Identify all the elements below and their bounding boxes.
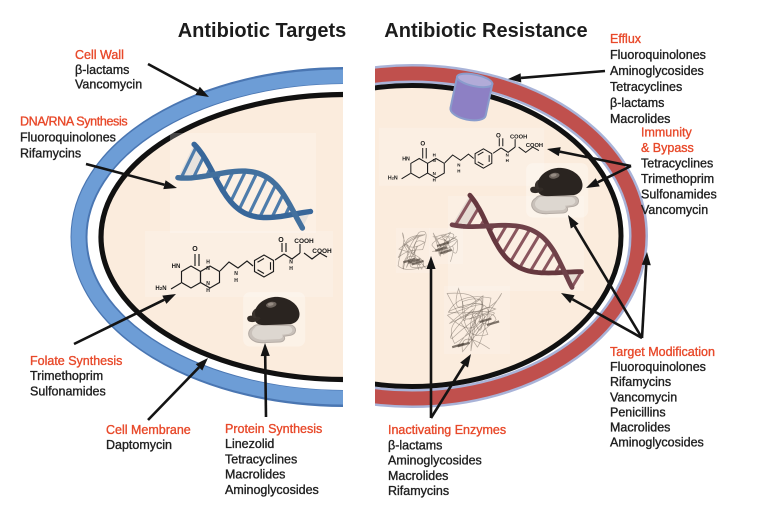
svg-text:Target Modification: Target Modification bbox=[610, 345, 715, 359]
svg-text:Tetracyclines: Tetracyclines bbox=[610, 80, 682, 94]
svg-text:N: N bbox=[506, 152, 509, 157]
svg-text:HN: HN bbox=[402, 156, 410, 162]
svg-text:Aminoglycosides: Aminoglycosides bbox=[610, 436, 704, 450]
svg-text:Vancomycin: Vancomycin bbox=[610, 390, 677, 404]
svg-text:Antibiotic Resistance: Antibiotic Resistance bbox=[384, 20, 587, 42]
svg-text:Fluoroquinolones: Fluoroquinolones bbox=[610, 48, 706, 62]
svg-text:O: O bbox=[496, 132, 501, 139]
svg-text:Sulfonamides: Sulfonamides bbox=[641, 188, 717, 202]
svg-text:COOH: COOH bbox=[510, 134, 527, 140]
svg-text:N: N bbox=[457, 162, 460, 167]
svg-text:β-lactams: β-lactams bbox=[75, 63, 129, 77]
svg-text:Tetracyclines: Tetracyclines bbox=[641, 157, 713, 171]
svg-text:Efflux: Efflux bbox=[610, 32, 642, 46]
svg-text:Daptomycin: Daptomycin bbox=[106, 438, 172, 452]
svg-text:H: H bbox=[433, 177, 436, 182]
svg-text:N: N bbox=[206, 266, 210, 272]
svg-text:Macrolides: Macrolides bbox=[610, 421, 670, 435]
svg-text:Aminoglycosides: Aminoglycosides bbox=[225, 483, 319, 497]
svg-text:Vancomycin: Vancomycin bbox=[641, 203, 708, 217]
svg-text:Vancomycin: Vancomycin bbox=[75, 78, 142, 92]
svg-text:Inactivating Enzymes: Inactivating Enzymes bbox=[388, 423, 506, 437]
svg-text:N: N bbox=[433, 158, 436, 163]
svg-text:H: H bbox=[234, 278, 238, 284]
svg-text:N: N bbox=[289, 260, 293, 266]
svg-text:Trimethoprim: Trimethoprim bbox=[641, 172, 714, 186]
svg-text:Linezolid: Linezolid bbox=[225, 437, 274, 451]
svg-text:O: O bbox=[278, 237, 284, 244]
svg-text:H2N: H2N bbox=[155, 286, 166, 292]
svg-text:H: H bbox=[457, 169, 460, 174]
svg-text:H: H bbox=[206, 260, 210, 266]
svg-text:Tetracyclines: Tetracyclines bbox=[225, 452, 297, 466]
svg-text:Macrolides: Macrolides bbox=[610, 112, 670, 126]
svg-text:HN: HN bbox=[172, 264, 181, 270]
svg-text:β-lactams: β-lactams bbox=[388, 438, 442, 452]
svg-text:H: H bbox=[506, 158, 509, 163]
svg-text:& Bypass: & Bypass bbox=[641, 141, 694, 155]
svg-text:COOH: COOH bbox=[294, 238, 314, 245]
svg-text:Rifamycins: Rifamycins bbox=[20, 147, 81, 161]
svg-text:Folate Synthesis: Folate Synthesis bbox=[30, 354, 122, 368]
svg-text:COOH: COOH bbox=[526, 143, 543, 149]
svg-text:Cell Membrane: Cell Membrane bbox=[106, 423, 191, 437]
svg-text:Penicillins: Penicillins bbox=[610, 405, 666, 419]
svg-text:Protein Synthesis: Protein Synthesis bbox=[225, 422, 322, 436]
svg-text:Macrolides: Macrolides bbox=[225, 468, 285, 482]
svg-text:Immunity: Immunity bbox=[641, 126, 692, 140]
svg-text:N: N bbox=[206, 281, 210, 287]
svg-text:H: H bbox=[289, 266, 293, 272]
svg-text:H2N: H2N bbox=[388, 176, 398, 182]
svg-text:DNA/RNA Synthesis: DNA/RNA Synthesis bbox=[20, 115, 127, 129]
svg-text:Fluoroquinolones: Fluoroquinolones bbox=[610, 360, 706, 374]
svg-text:Rifamycins: Rifamycins bbox=[388, 484, 449, 498]
svg-text:H: H bbox=[433, 152, 436, 157]
svg-text:O: O bbox=[192, 246, 198, 253]
svg-text:Trimethoprim: Trimethoprim bbox=[30, 369, 103, 383]
svg-text:Aminoglycosides: Aminoglycosides bbox=[610, 64, 704, 78]
svg-text:O: O bbox=[420, 140, 425, 147]
svg-text:Rifamycins: Rifamycins bbox=[610, 375, 671, 389]
svg-text:Cell Wall: Cell Wall bbox=[75, 48, 124, 62]
svg-text:H: H bbox=[206, 288, 210, 294]
svg-text:Antibiotic Targets: Antibiotic Targets bbox=[178, 20, 347, 42]
svg-text:Aminoglycosides: Aminoglycosides bbox=[388, 454, 482, 468]
svg-text:β-lactams: β-lactams bbox=[610, 96, 664, 110]
svg-text:Sulfonamides: Sulfonamides bbox=[30, 384, 106, 398]
svg-text:N: N bbox=[433, 171, 436, 176]
svg-text:COOH: COOH bbox=[312, 248, 332, 255]
svg-text:N: N bbox=[234, 271, 238, 277]
svg-text:Macrolides: Macrolides bbox=[388, 469, 448, 483]
svg-text:Fluoroquinolones: Fluoroquinolones bbox=[20, 131, 116, 145]
